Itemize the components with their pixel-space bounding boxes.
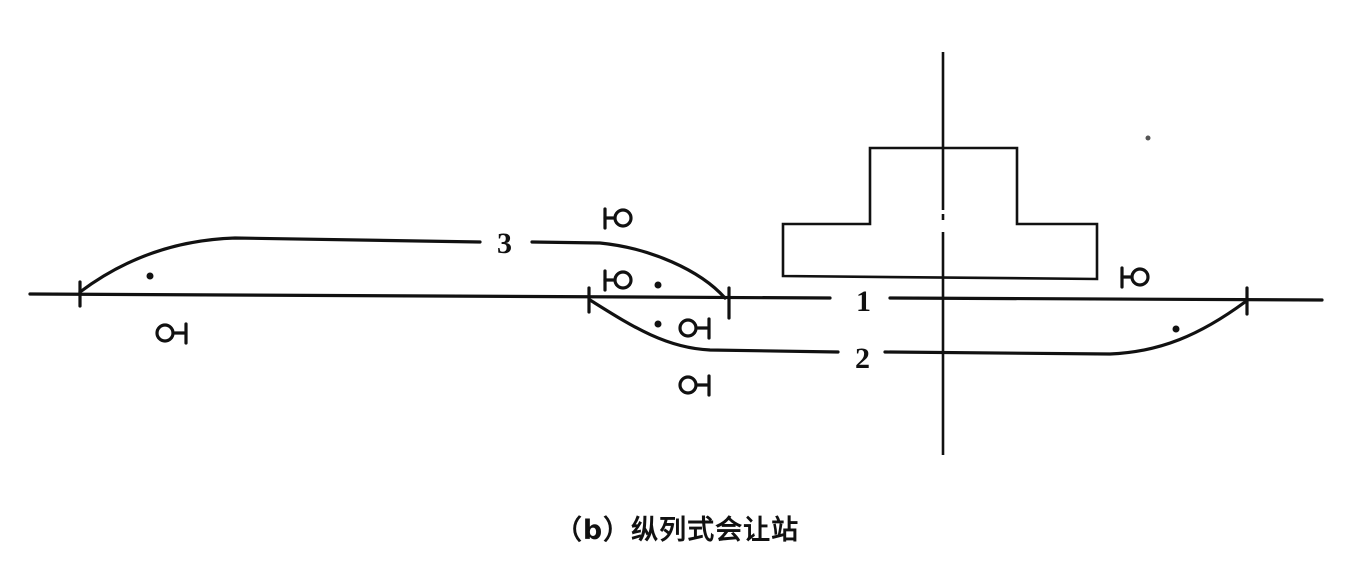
figure-caption: （b）纵列式会让站 (554, 515, 800, 546)
main-line-track-1 (28, 292, 1324, 302)
signal-down-middle (678, 317, 711, 340)
switch-marks (78, 280, 1249, 320)
track-2-label: 2 (855, 342, 870, 375)
track-1-label: 1 (856, 285, 871, 318)
siding-track-3 (78, 236, 727, 300)
clearance-points (146, 135, 1180, 333)
signal-down-left (155, 322, 188, 345)
signal-up-upper (603, 207, 633, 230)
signal-up-middle (603, 269, 633, 292)
signal-down-lower (678, 374, 711, 397)
siding-track-2 (588, 298, 1247, 356)
station-building (781, 146, 1099, 281)
track-3-label: 3 (497, 227, 512, 260)
signal-up-right (1120, 266, 1150, 289)
